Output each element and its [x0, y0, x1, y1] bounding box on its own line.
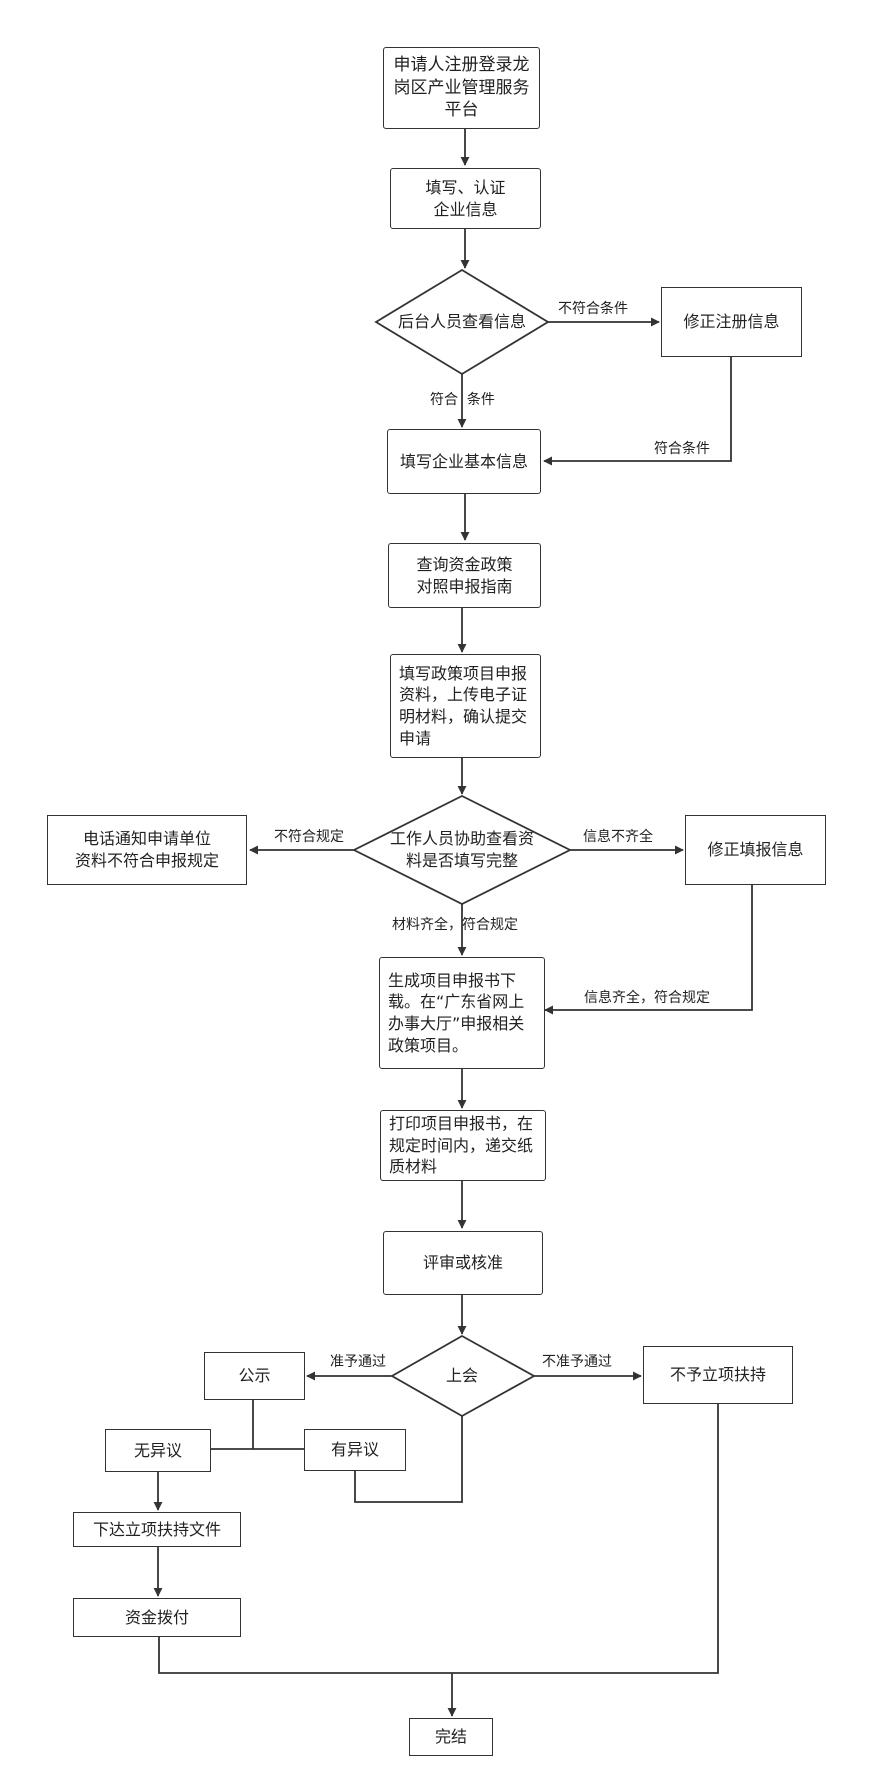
- edge-fund-to-done: [158, 1404, 719, 1674]
- label-material-complete: 材料齐全，符合规定: [392, 917, 518, 933]
- node-publicity: 公示: [204, 1352, 305, 1400]
- node-query-policy: 查询资金政策 对照申报指南: [388, 543, 541, 608]
- label-not-approved: 不准予通过: [542, 1354, 612, 1371]
- node-fix-register: 修正注册信息: [661, 287, 802, 357]
- label-approved: 准予通过: [330, 1354, 386, 1371]
- node-objection: 有异议: [304, 1429, 406, 1471]
- node-fill-project: 填写政策项目申报资料，上传电子证明材料，确认提交申请: [390, 654, 541, 758]
- node-fill-basic: 填写企业基本信息: [387, 429, 541, 494]
- node-fill-auth: 填写、认证 企业信息: [390, 168, 541, 229]
- label-not-compliant: 不符合规定: [274, 829, 344, 846]
- node-fund: 资金拨付: [73, 1598, 241, 1637]
- label-info-incomplete: 信息不齐全: [583, 829, 653, 846]
- node-meeting: 上会: [445, 1366, 478, 1386]
- edge-fix-register-to-fill-basic: [543, 357, 732, 466]
- label-qualified-split: 符合 条件: [430, 392, 495, 408]
- edge-objection-to-meeting: [354, 1416, 463, 1503]
- node-staff-check: 工作人员协助查看资料是否填写完整: [389, 829, 534, 870]
- node-no-objection: 无异议: [105, 1429, 211, 1472]
- node-fix-report: 修正填报信息: [685, 815, 826, 885]
- node-backend-check: 后台人员查看信息: [397, 312, 526, 332]
- label-qualified: 符合条件: [654, 441, 710, 458]
- edge-fix-report-to-generate: [544, 885, 753, 1015]
- node-issue-doc: 下达立项扶持文件: [73, 1512, 241, 1547]
- node-phone-notify: 电话通知申请单位 资料不符合申报规定: [47, 815, 247, 885]
- node-no-support: 不予立项扶持: [643, 1346, 793, 1404]
- node-done: 完结: [409, 1718, 493, 1756]
- label-info-complete: 信息齐全，符合规定: [584, 990, 710, 1007]
- node-generate: 生成项目申报书下载。在“广东省网上办事大厅”申报相关政策项目。: [379, 957, 545, 1069]
- node-print: 打印项目申报书，在规定时间内，递交纸质材料: [380, 1110, 546, 1181]
- node-register: 申请人注册登录龙岗区产业管理服务平台: [383, 47, 540, 129]
- label-not-qualified: 不符合条件: [558, 301, 628, 318]
- node-review: 评审或核准: [383, 1231, 543, 1295]
